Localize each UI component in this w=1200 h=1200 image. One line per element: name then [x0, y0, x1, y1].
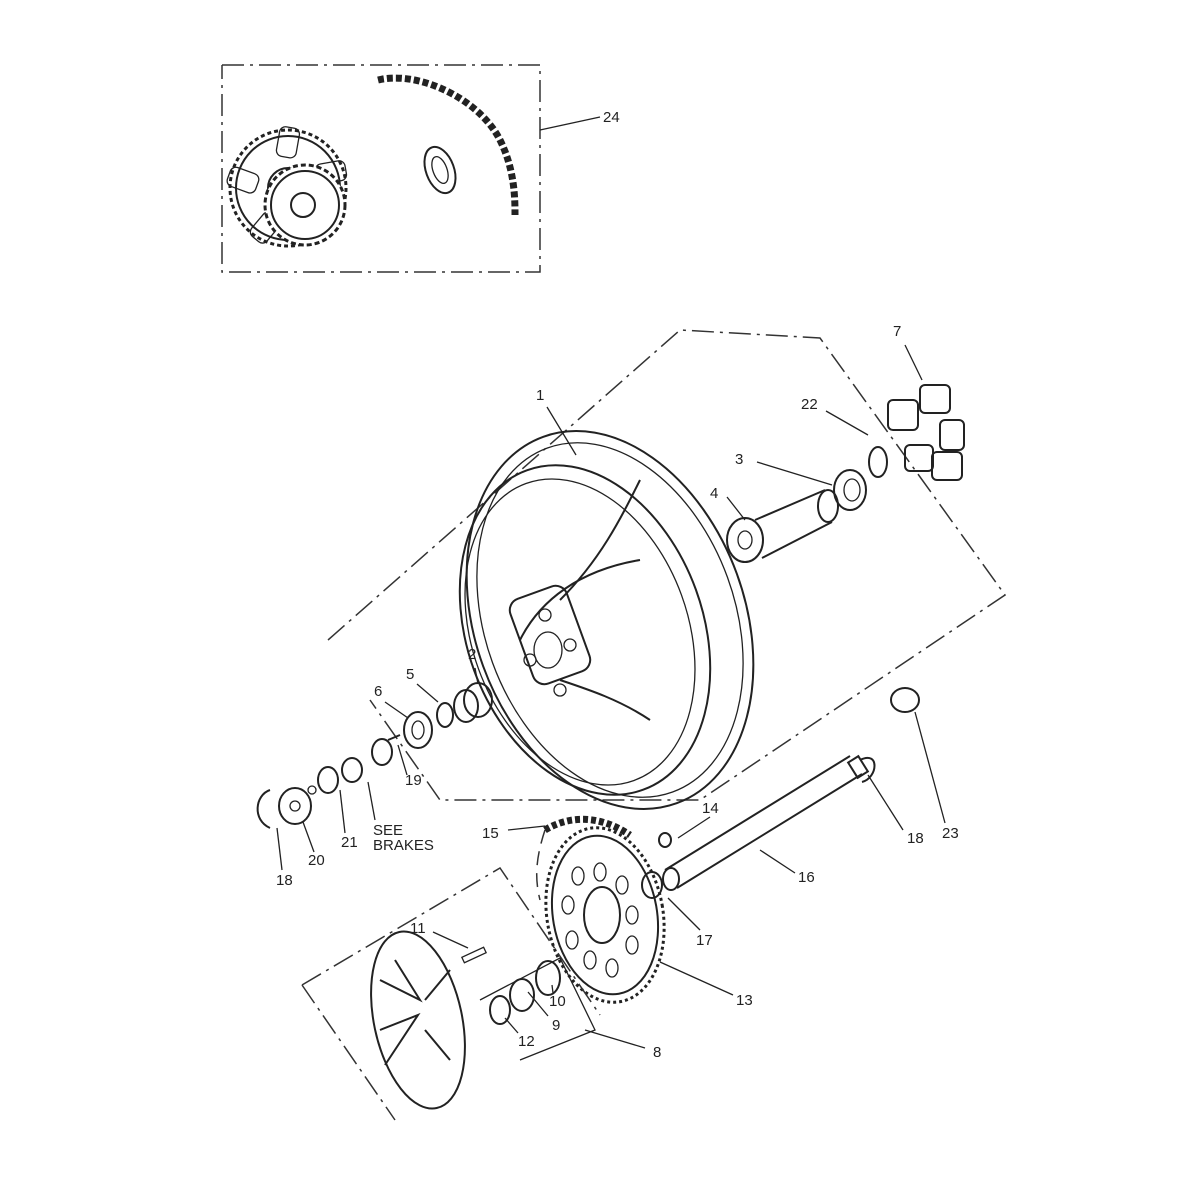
see-brakes-line2: BRAKES — [373, 837, 434, 854]
cush-drive-rubbers — [887, 384, 965, 481]
leader-lines — [276, 344, 946, 1049]
callout-15: 15 — [482, 825, 499, 842]
callout-3: 3 — [735, 451, 744, 468]
callout-16: 16 — [798, 869, 815, 886]
callout-10: 10 — [549, 993, 566, 1010]
callout-18-left: 18 — [276, 872, 293, 889]
callout-22: 22 — [801, 396, 818, 413]
callout-21: 21 — [341, 834, 358, 851]
callout-8: 8 — [653, 1044, 662, 1061]
callout-9: 9 — [552, 1017, 561, 1034]
rear-wheel — [458, 430, 755, 810]
callout-12: 12 — [518, 1033, 535, 1050]
callout-14: 14 — [702, 800, 719, 817]
callout-18-right: 18 — [907, 830, 924, 847]
callout-4: 4 — [710, 485, 719, 502]
callout-1: 1 — [536, 387, 545, 404]
callout-11: 11 — [410, 920, 426, 937]
callout-24: 24 — [603, 109, 620, 126]
callout-23: 23 — [942, 825, 959, 842]
callout-13: 13 — [736, 992, 753, 1009]
see-brakes-line1: SEE — [373, 822, 404, 839]
callout-19: 19 — [405, 772, 422, 789]
see-brakes-note: SEE BRAKES — [373, 823, 434, 853]
cush-drive-hub — [370, 930, 466, 1110]
callout-6: 6 — [374, 683, 383, 700]
chain-sprocket-kit-group — [221, 64, 601, 273]
rear-axle — [662, 754, 870, 891]
callout-5: 5 — [406, 666, 415, 683]
callout-2: 2 — [468, 646, 477, 663]
rear-sprocket — [544, 826, 666, 1004]
callout-20: 20 — [308, 852, 325, 869]
callout-7: 7 — [893, 323, 902, 340]
callout-17: 17 — [696, 932, 713, 949]
